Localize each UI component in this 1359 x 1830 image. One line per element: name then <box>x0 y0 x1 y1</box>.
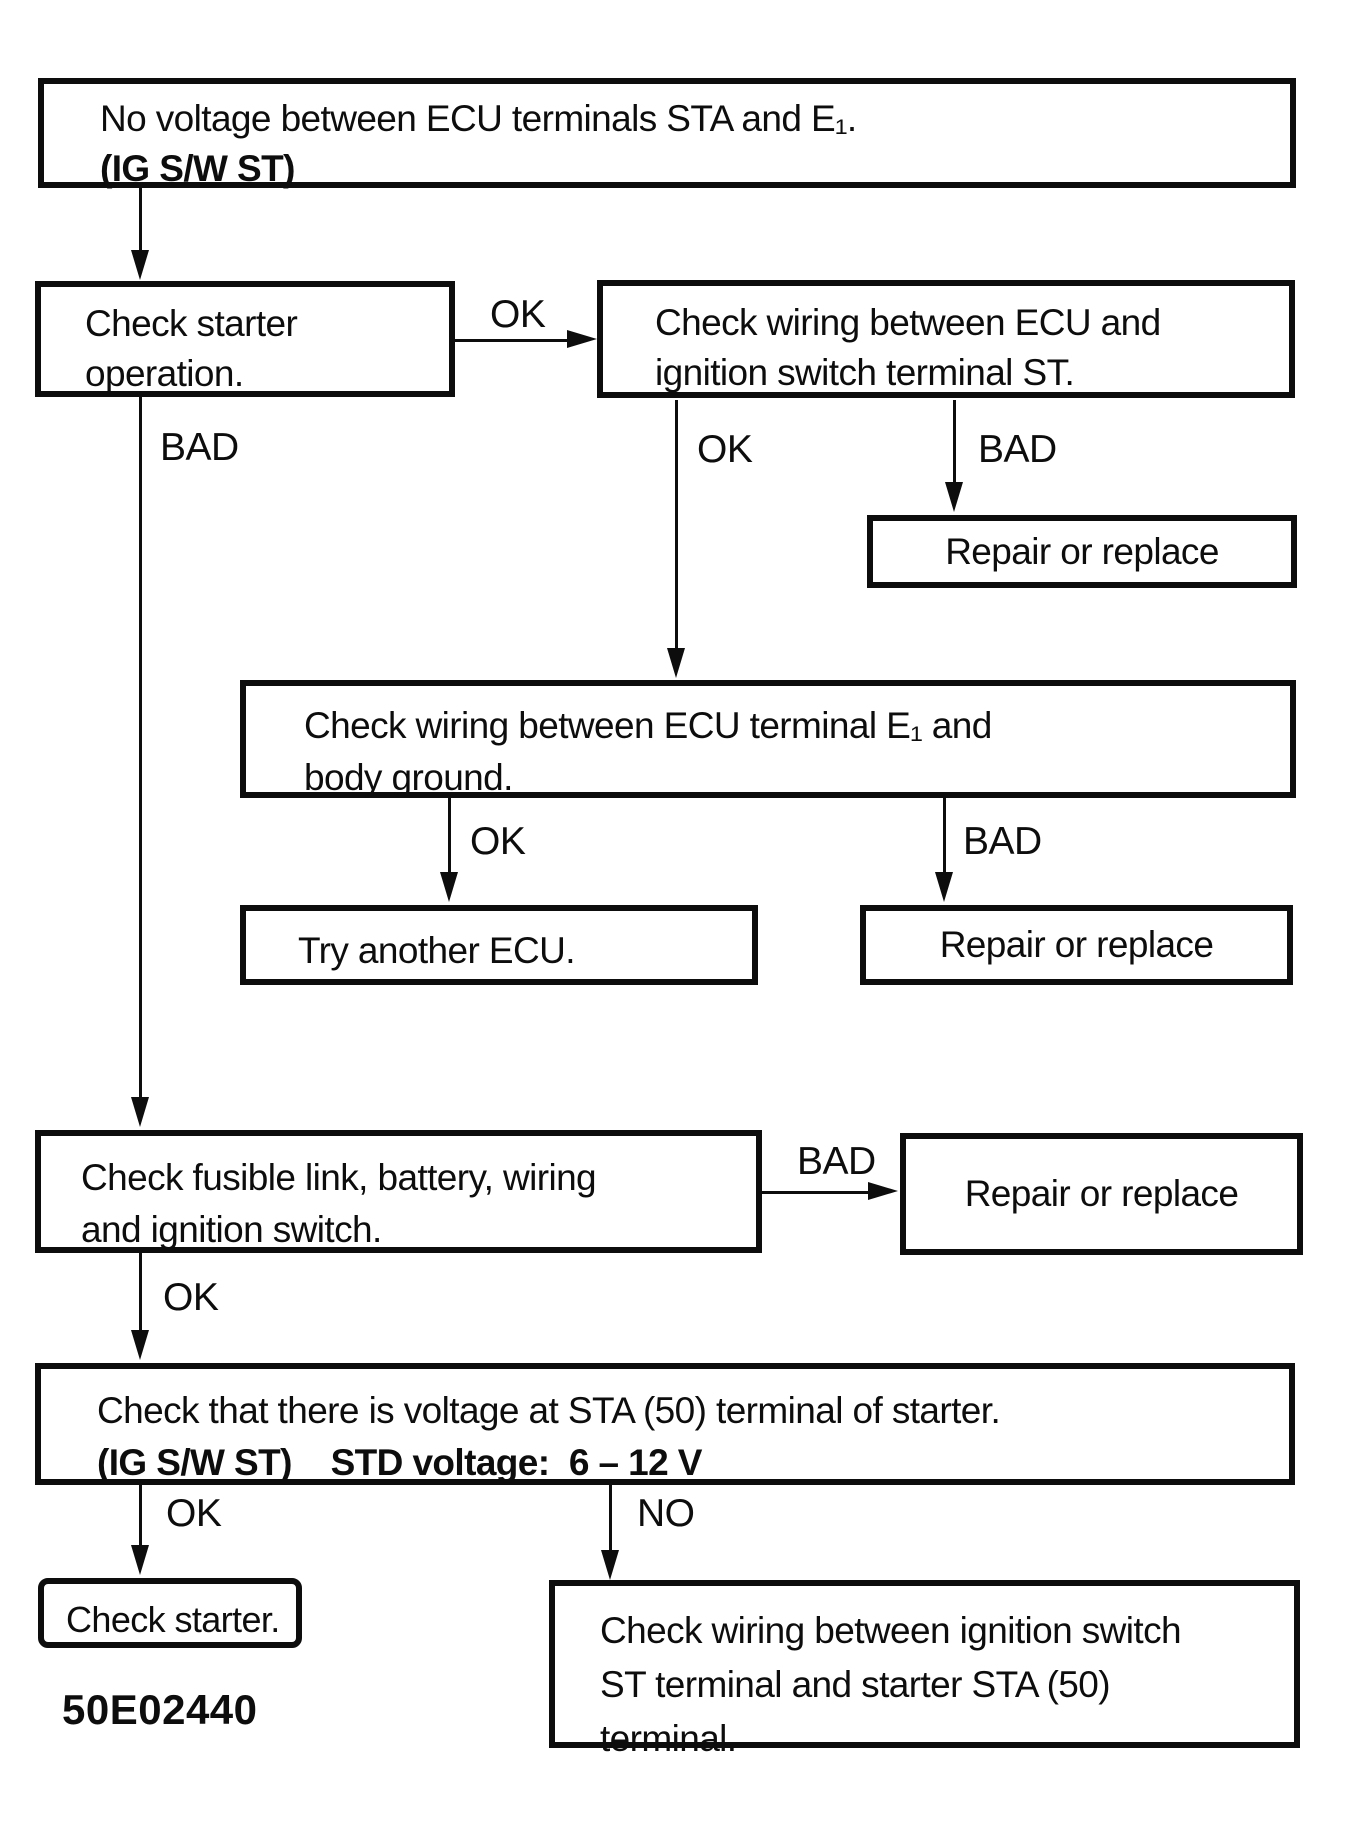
connector-ok-to-try-ecu <box>448 798 451 874</box>
connector-ok-to-check-starter <box>139 1485 142 1547</box>
arrowhead-down <box>945 482 963 512</box>
node-repair-or-replace-1: Repair or replace <box>867 515 1297 588</box>
node-try-another-ecu: Try another ECU. <box>240 905 758 985</box>
figure-code: 50E02440 <box>62 1686 258 1733</box>
edge-label-no-1: NO <box>637 1492 695 1535</box>
arrowhead-down <box>667 648 685 678</box>
connector-bad-to-repair-2 <box>943 798 946 874</box>
connector-bad-to-repair-3 <box>762 1191 870 1194</box>
edge-label-ok-4: OK <box>163 1276 219 1319</box>
node-no-voltage: No voltage between ECU terminals STA and… <box>38 78 1296 189</box>
edge-label-bad-1: BAD <box>978 428 1057 471</box>
arrowhead-down <box>131 1545 149 1575</box>
node-repair-or-replace-2: Repair or replace <box>860 905 1293 985</box>
edge-label-ok-2: OK <box>697 428 753 471</box>
connector-bad-to-repair-1 <box>953 400 956 484</box>
arrowhead-down <box>935 872 953 902</box>
arrowhead-down <box>601 1550 619 1580</box>
connector-ok-to-check-wiring <box>455 339 569 342</box>
arrowhead-right <box>868 1182 898 1200</box>
node-check-starter: Check starter. <box>38 1578 302 1648</box>
node-check-voltage-sta: Check that there is voltage at STA (50) … <box>35 1363 1295 1485</box>
edge-label-bad-4: BAD <box>797 1140 876 1183</box>
connector-ok-to-e1-check <box>675 400 678 650</box>
edge-label-bad-2: BAD <box>963 820 1042 863</box>
arrowhead-down <box>131 250 149 280</box>
connector-ok-to-sta-check <box>139 1253 142 1332</box>
edge-label-ok-1: OK <box>490 293 546 336</box>
arrowhead-right <box>567 330 597 348</box>
arrowhead-down <box>440 872 458 902</box>
connector-start-to-check-starter <box>139 188 142 252</box>
node-check-wiring-e1-ground: Check wiring between ECU terminal E₁ and… <box>240 680 1296 798</box>
arrowhead-down <box>131 1330 149 1360</box>
node-repair-or-replace-3: Repair or replace <box>900 1133 1303 1255</box>
connector-no-to-wiring-check <box>609 1485 612 1552</box>
edge-label-ok-3: OK <box>470 820 526 863</box>
edge-label-bad-3: BAD <box>160 426 239 469</box>
arrowhead-down <box>131 1097 149 1127</box>
edge-label-ok-5: OK <box>166 1492 222 1535</box>
connector-bad-to-fusible-link <box>139 397 142 1099</box>
